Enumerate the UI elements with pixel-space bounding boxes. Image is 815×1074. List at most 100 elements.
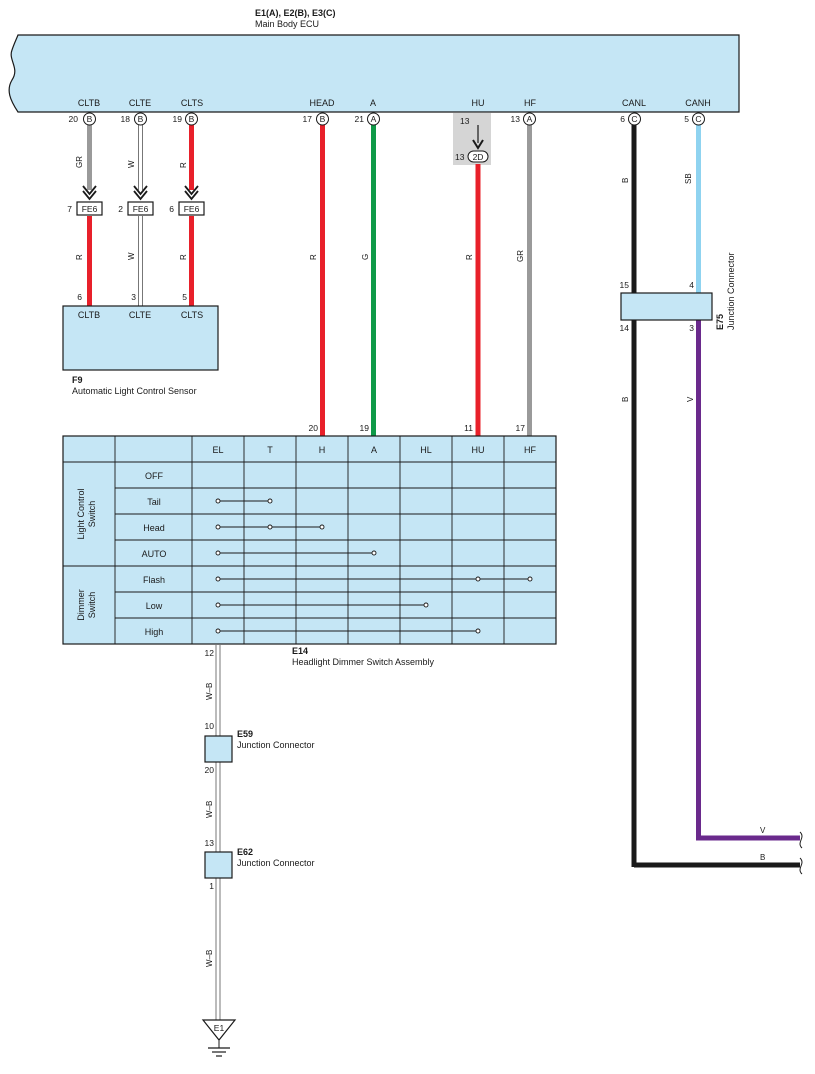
switch-pin: 20 [309, 423, 319, 433]
switch-col: T [267, 445, 273, 455]
cont-dot [215, 628, 221, 634]
chevron-down-icon [184, 185, 199, 201]
switch-e14: 20 19 11 17 EL T H A HL HU HF Light Cont… [62, 423, 557, 667]
ground-e1: E1 [201, 1019, 237, 1057]
ecu-term-hf: HF [524, 98, 536, 108]
wire-hu-red [475, 164, 481, 436]
ecu-terminals: 20 B 18 B 19 B 17 B 21 A 13 13 [69, 112, 705, 126]
cont-dot [215, 550, 221, 556]
wire-a-green [371, 125, 376, 436]
e59-id: E59 [237, 729, 253, 739]
e59-pin: 20 [205, 765, 215, 775]
ecu-pin-canh: 5 C [684, 112, 705, 126]
sensor-pin: 5 [182, 292, 187, 302]
fe6-label: FE6 [82, 204, 98, 214]
wl-b-1: B [621, 178, 630, 183]
hu-splice-tag-oval [467, 150, 489, 163]
switch-col: EL [212, 445, 223, 455]
wires [87, 125, 800, 1020]
conn-circle [134, 112, 147, 126]
cont-dot [475, 576, 481, 582]
switch-col: HL [420, 445, 432, 455]
wire-color-labels: GR R W W R R R G R GR B SB B V V B W–B W… [75, 156, 766, 967]
e75-name: Junction Connector [726, 252, 736, 330]
sensor-term: CLTS [181, 310, 203, 320]
cont-dot [267, 498, 273, 504]
continuation-mark [799, 831, 803, 875]
conn-letter: B [87, 114, 93, 124]
wl-r-1: R [75, 254, 84, 260]
switch-grid-h [63, 461, 556, 619]
wl-r-3: R [179, 254, 188, 260]
wl-b-2: B [621, 397, 630, 402]
fe6-label: FE6 [133, 204, 149, 214]
junction-e59: 10 20 E59 Junction Connector [204, 721, 315, 775]
fe6-conn-3: FE6 6 [169, 185, 205, 216]
switch-pin: 17 [516, 423, 526, 433]
switch-group-1-l1: Light Control [76, 488, 86, 539]
wl-gr-2: GR [516, 250, 525, 262]
cont-dot [371, 550, 377, 556]
switch-col: HU [472, 445, 485, 455]
hu-splice-pin: 13 [455, 152, 465, 162]
wl-r-4: R [309, 254, 318, 260]
wl-r-5: R [465, 254, 474, 260]
fe6-pin: 6 [169, 204, 174, 214]
conn-circle [83, 112, 96, 126]
fe6-box [178, 201, 205, 216]
wire-hf-gray [527, 125, 532, 436]
conn-circle [185, 112, 198, 126]
conn-circle [523, 112, 536, 126]
wl-b-3: B [760, 853, 765, 862]
chevron-down-icon [133, 185, 148, 201]
ecu-term-canh: CANH [685, 98, 711, 108]
conn-letter: A [371, 114, 377, 124]
ecu-pin-head: 17 B [303, 112, 329, 126]
cont-dot [267, 524, 273, 530]
switch-group-2-l2: Switch [87, 592, 97, 619]
fe6-box [127, 201, 154, 216]
cont-dot [215, 524, 221, 530]
ecu-terminal-labels: CLTB CLTE CLTS HEAD A HU HF CANL CANH [78, 98, 711, 108]
ecu-pin-cltb: 20 B [69, 112, 96, 126]
cont-dot [215, 498, 221, 504]
switch-id: E14 [292, 646, 308, 656]
sensor-box [62, 305, 219, 371]
ecu-term-cltb: CLTB [78, 98, 100, 108]
wl-wb-1: W–B [205, 683, 214, 700]
e62-pin: 13 [205, 838, 215, 848]
sensor-id: F9 [72, 375, 83, 385]
ecu-pin-num: 13 [511, 114, 521, 124]
switch-group-1-l2: Switch [87, 501, 97, 528]
sensor-f9: 6 3 5 CLTB CLTE CLTS F9 Automatic Light … [62, 292, 219, 396]
wl-wb-2: W–B [205, 801, 214, 818]
wl-v-2: V [760, 826, 766, 835]
e75-pin: 4 [689, 280, 694, 290]
junction-e62: 13 1 E62 Junction Connector [204, 838, 315, 891]
fe6-connectors: FE6 7 FE6 2 FE6 6 [67, 185, 205, 216]
switch-row: High [145, 627, 164, 637]
switch-row: OFF [145, 471, 163, 481]
ecu-term-canl: CANL [622, 98, 646, 108]
ground-triangle [201, 1019, 237, 1041]
switch-pin: 11 [464, 423, 473, 433]
chevron-down-icon [472, 139, 484, 150]
junction-e75: 15 4 14 3 E75 Junction Connector [620, 252, 736, 333]
wl-gr-1: GR [75, 156, 84, 168]
ground-label: E1 [214, 1023, 225, 1033]
sensor-pin: 6 [77, 292, 82, 302]
ecu-term-clte: CLTE [129, 98, 151, 108]
ecu-pin-clte: 18 B [121, 112, 147, 126]
conn-circle [367, 112, 380, 126]
ecu-pin-clts: 19 B [173, 112, 198, 126]
hu-splice: 13 2D [455, 139, 489, 163]
switch-pin: 19 [360, 423, 370, 433]
wl-g-1: G [361, 254, 370, 260]
ecu-pin-num: 21 [355, 114, 365, 124]
switch-row: Tail [147, 497, 161, 507]
e62-name: Junction Connector [237, 858, 315, 868]
cont-dot [527, 576, 533, 582]
switch-row: Flash [143, 575, 165, 585]
fe6-pin: 2 [118, 204, 123, 214]
conn-letter: B [320, 114, 326, 124]
